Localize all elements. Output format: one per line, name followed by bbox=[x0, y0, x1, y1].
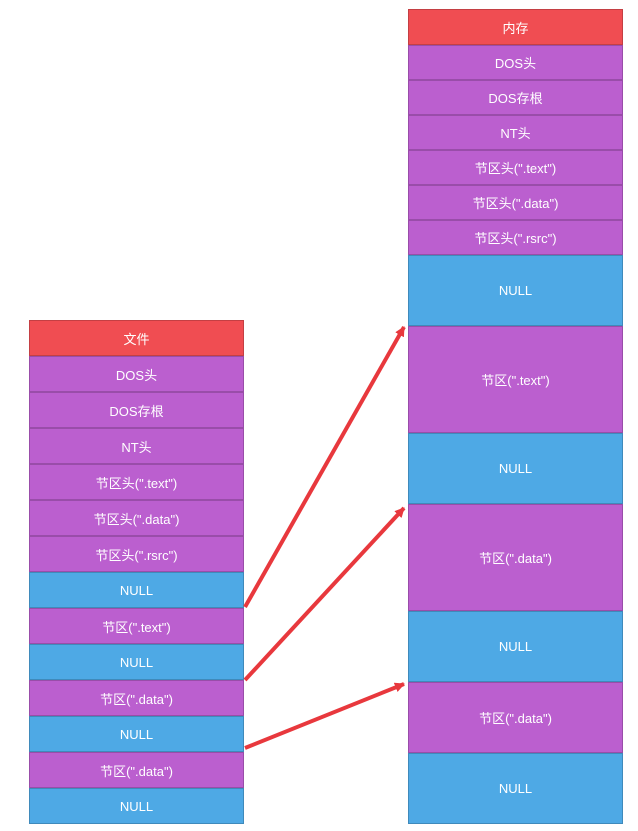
file-block-section-header-rsrc: 节区头(".rsrc") bbox=[29, 536, 244, 572]
file-block-section-data: 节区(".data") bbox=[29, 680, 244, 716]
memory-column-title: 内存 bbox=[408, 9, 623, 45]
arrow-data-section-1 bbox=[243, 506, 406, 682]
file-block-null: NULL bbox=[29, 716, 244, 752]
file-block-section-data: 节区(".data") bbox=[29, 752, 244, 788]
file-block-dos-header: DOS头 bbox=[29, 356, 244, 392]
memory-block-section-header-data: 节区头(".data") bbox=[408, 185, 623, 220]
memory-block-section-header-text: 节区头(".text") bbox=[408, 150, 623, 185]
memory-block-null: NULL bbox=[408, 255, 623, 326]
memory-block-dos-header: DOS头 bbox=[408, 45, 623, 80]
memory-block-section-data: 节区(".data") bbox=[408, 682, 623, 753]
file-block-nt-header: NT头 bbox=[29, 428, 244, 464]
memory-block-nt-header: NT头 bbox=[408, 115, 623, 150]
file-block-null: NULL bbox=[29, 788, 244, 824]
arrow-text-section bbox=[243, 326, 406, 608]
file-block-dos-stub: DOS存根 bbox=[29, 392, 244, 428]
memory-block-section-text: 节区(".text") bbox=[408, 326, 623, 433]
memory-block-dos-stub: DOS存根 bbox=[408, 80, 623, 115]
memory-block-section-data: 节区(".data") bbox=[408, 504, 623, 611]
memory-column: 内存 DOS头 DOS存根 NT头 节区头(".text") 节区头(".dat… bbox=[408, 9, 623, 824]
file-column: 文件 DOS头 DOS存根 NT头 节区头(".text") 节区头(".dat… bbox=[29, 320, 244, 824]
arrow-data-section-2 bbox=[244, 682, 405, 750]
file-block-section-text: 节区(".text") bbox=[29, 608, 244, 644]
memory-block-section-header-rsrc: 节区头(".rsrc") bbox=[408, 220, 623, 255]
file-block-null: NULL bbox=[29, 644, 244, 680]
file-column-title: 文件 bbox=[29, 320, 244, 356]
file-block-null: NULL bbox=[29, 572, 244, 608]
file-block-section-header-data: 节区头(".data") bbox=[29, 500, 244, 536]
memory-block-null: NULL bbox=[408, 611, 623, 682]
memory-block-null: NULL bbox=[408, 753, 623, 824]
memory-block-null: NULL bbox=[408, 433, 623, 504]
file-block-section-header-text: 节区头(".text") bbox=[29, 464, 244, 500]
